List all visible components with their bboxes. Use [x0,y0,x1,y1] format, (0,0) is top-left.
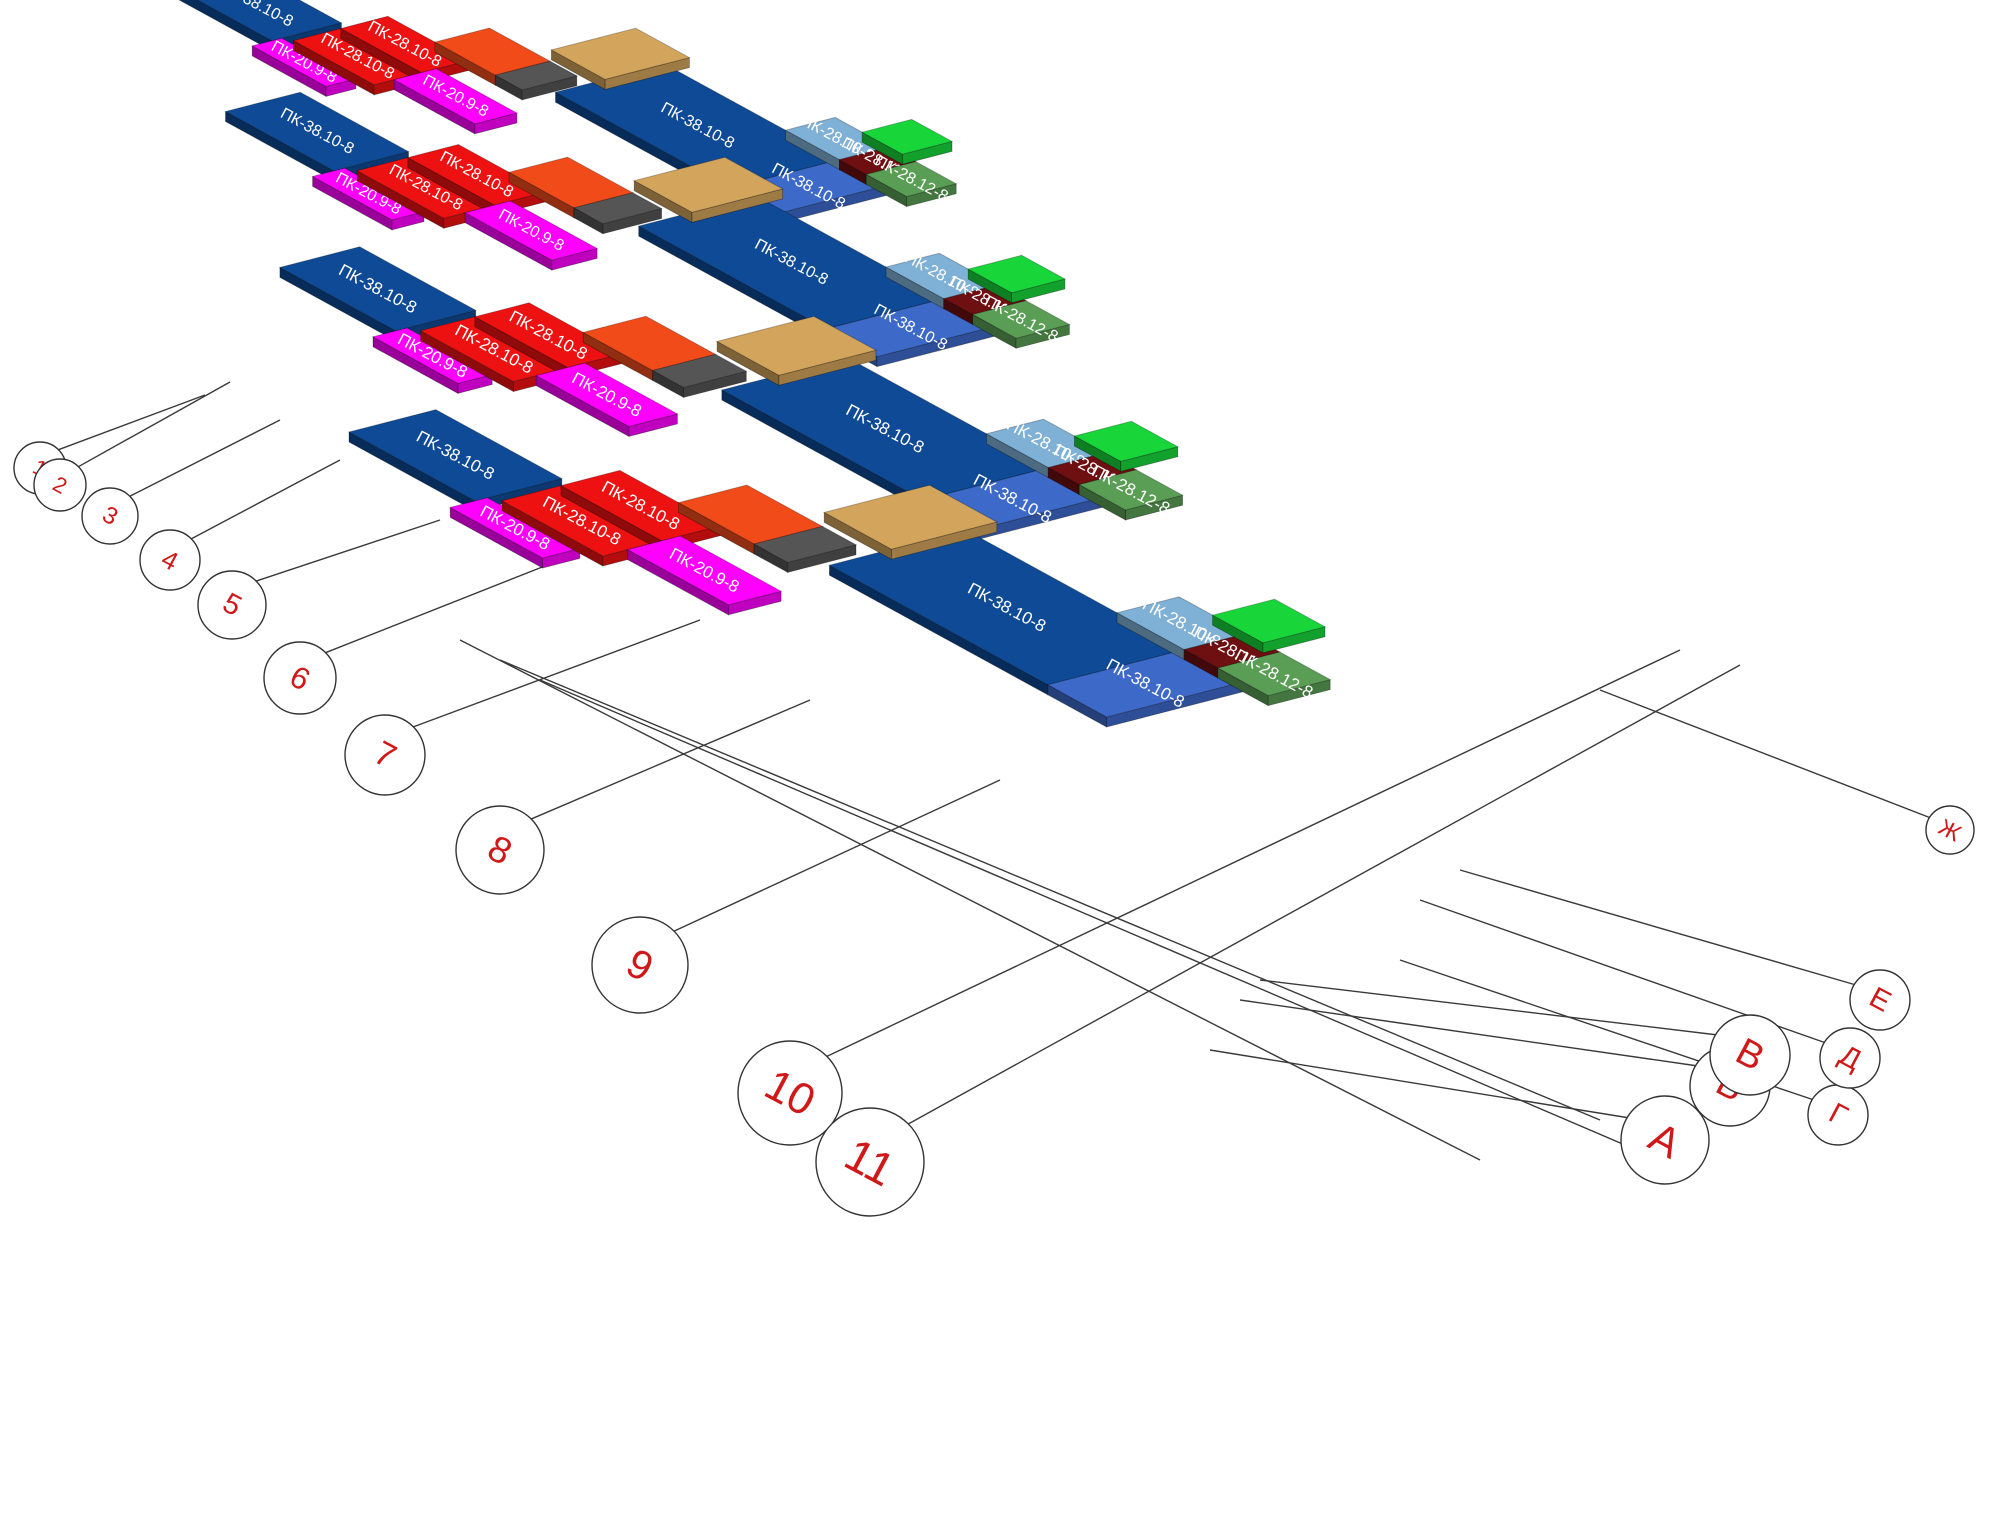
slab-f1-13 [822,484,999,550]
axis-bubble-letter-4: Г [1807,1084,1869,1146]
grid-line-3 [129,419,281,498]
slab-f2-0 [278,246,478,332]
slab-f1-0 [347,409,564,502]
axis-bubble-circle [263,641,337,715]
slab-f3-13 [632,156,784,213]
axis-bubble-circle [1709,1014,1791,1096]
grid-line-diag-1 [459,639,1481,1161]
floor-4: ПК-38.10-8ПК-20.9-8ПК-28.10-8ПК-28.10-8П… [178,0,958,225]
slab-f3-6-side-b [551,247,598,271]
slab-f1-5 [752,525,858,563]
axis-bubble-2: 2 [33,458,87,512]
axis-bubble-circle [1925,805,1975,855]
grid-line-8 [530,699,811,820]
axis-bubble-circle [33,458,87,512]
axis-bubble-11: 11 [815,1107,925,1217]
grid-line-7 [412,619,701,728]
axis-bubble-letter-6: Е [1849,969,1911,1031]
slab-f4-6 [392,68,519,125]
grid-line-6 [324,559,561,654]
axis-bubble-circle [344,714,426,796]
axis-bubble-circle [1849,969,1911,1031]
slab-f2-13-side-b [778,349,877,386]
slab-f4-5 [494,60,579,91]
slab-f3-6 [463,200,599,261]
grid-line-10 [826,649,1681,1058]
grid-line-4 [190,459,341,540]
grid-line-letter-7 [1599,689,1932,819]
axis-bubble-circle [81,487,139,545]
axis-bubble-circle [1620,1095,1710,1185]
grid-line-diag-3 [539,679,1661,1161]
slab-f2-11 [1077,469,1184,511]
slab-f2-12 [1073,420,1180,462]
axis-bubble-letter-1: А [1620,1095,1710,1185]
axis-bubble-8: 8 [455,805,545,895]
grid-line-letter-2 [1239,999,1699,1067]
slab-f1-5-side-b [787,544,857,573]
grid-line-2 [77,381,231,468]
axis-bubble-3: 3 [81,487,139,545]
grid-line-1 [57,394,206,451]
slab-f4-12 [860,118,954,155]
grid-line-letter-1 [1209,1049,1630,1119]
axis-bubble-7: 7 [344,714,426,796]
axis-bubble-circle [737,1040,843,1146]
grid-lines [57,381,1932,1161]
slab-f1-12 [1211,598,1327,644]
grid-line-5 [255,519,441,582]
slab-f4-13 [550,27,691,80]
slab-f3-11 [971,300,1071,339]
axis-bubble-letter-3: В [1709,1014,1791,1096]
grid-line-diag-2 [499,659,1601,1121]
floor-stack: ПК-38.10-8ПК-20.9-8ПК-28.10-8ПК-28.10-8П… [178,0,1332,728]
axis-bubble-letter-5: Д [1819,1027,1881,1089]
slab-f2-1-side-b [457,373,493,394]
slab-f3-5 [572,192,663,225]
axis-bubbles: 1234567891011АБВГДЕЖ [13,441,1975,1217]
slab-f4-0 [196,0,343,42]
floor-2: ПК-38.10-8ПК-20.9-8ПК-28.10-8ПК-28.10-8П… [278,246,1184,541]
axis-bubble-letter-7: Ж [1925,805,1975,855]
axis-bubble-4: 4 [139,529,201,591]
axis-bubble-5: 5 [197,570,267,640]
floor-1: ПК-38.10-8ПК-20.9-8ПК-28.10-8ПК-28.10-8П… [347,409,1332,728]
slab-f1-6 [626,535,783,606]
grid-line-11 [907,664,1741,1125]
grid-line-9 [673,779,1001,933]
slab-f4-11 [864,161,958,198]
axis-bubble-circle [455,805,545,895]
axis-bubble-10: 10 [737,1040,843,1146]
slab-f2-13 [715,315,878,376]
axis-bubble-circle [197,570,267,640]
grid-line-letter-6 [1459,869,1857,986]
slab-f3-0 [224,91,410,172]
slab-f3-1-side-b [391,211,425,231]
axis-bubble-6: 6 [263,641,337,715]
slab-f1-11 [1216,651,1332,697]
axis-bubble-circle [139,529,201,591]
slab-f2-6 [534,362,679,427]
slab-f2-5 [651,353,748,388]
axis-bubble-circle [591,916,689,1014]
axis-bubble-circle [1819,1027,1881,1089]
floor-3: ПК-38.10-8ПК-20.9-8ПК-28.10-8ПК-28.10-8П… [224,91,1071,368]
axis-bubble-9: 9 [591,916,689,1014]
slab-f1-1-side-b [542,547,581,569]
axis-bubble-circle [815,1107,925,1217]
slab-f3-12 [966,254,1067,294]
grid-line-letter-3 [1259,979,1719,1036]
